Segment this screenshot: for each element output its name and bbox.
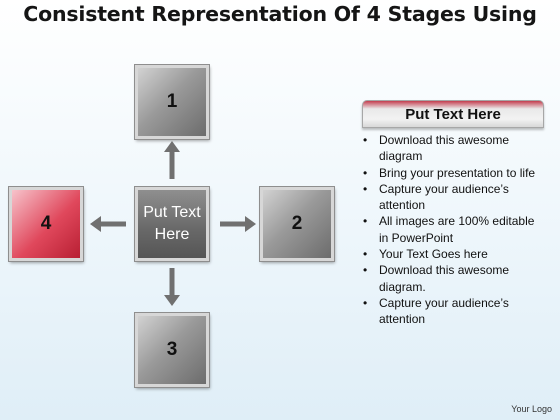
stage-number-3: 3 bbox=[166, 339, 178, 360]
arrow-right-icon bbox=[220, 216, 256, 232]
panel-heading-tab: Put Text Here bbox=[362, 100, 544, 128]
stage-number-1: 1 bbox=[166, 91, 178, 112]
stage-box-3: 3 bbox=[134, 312, 210, 388]
bullet-item: Bring your presentation to life bbox=[360, 165, 545, 182]
slide-title: Consistent Representation Of 4 Stages Us… bbox=[23, 2, 537, 26]
stage-box-1: 1 bbox=[134, 64, 210, 140]
stage-number-2: 2 bbox=[291, 213, 303, 234]
bullet-item: Your Text Goes here bbox=[360, 246, 545, 263]
bullet-item: All images are 100% editable in PowerPoi… bbox=[360, 213, 545, 246]
center-label: Put Text Here bbox=[143, 204, 201, 243]
stage-number-4: 4 bbox=[40, 213, 52, 234]
bullet-item: Capture your audience’s attention bbox=[360, 181, 545, 214]
bullet-item: Download this awesome diagram bbox=[360, 132, 545, 165]
bullet-list: Download this awesome diagram Bring your… bbox=[360, 132, 545, 328]
panel-heading: Put Text Here bbox=[405, 106, 501, 123]
logo-text: Your Logo bbox=[511, 404, 552, 414]
arrow-up-icon bbox=[164, 141, 180, 179]
stage-box-2: 2 bbox=[259, 186, 335, 262]
bullet-item: Download this awesome diagram. bbox=[360, 262, 545, 295]
stage-box-4: 4 bbox=[8, 186, 84, 262]
arrow-down-icon bbox=[164, 268, 180, 306]
bullet-item: Capture your audience’s attention bbox=[360, 295, 545, 328]
center-box: Put Text Here bbox=[134, 186, 210, 262]
arrow-left-icon bbox=[90, 216, 126, 232]
